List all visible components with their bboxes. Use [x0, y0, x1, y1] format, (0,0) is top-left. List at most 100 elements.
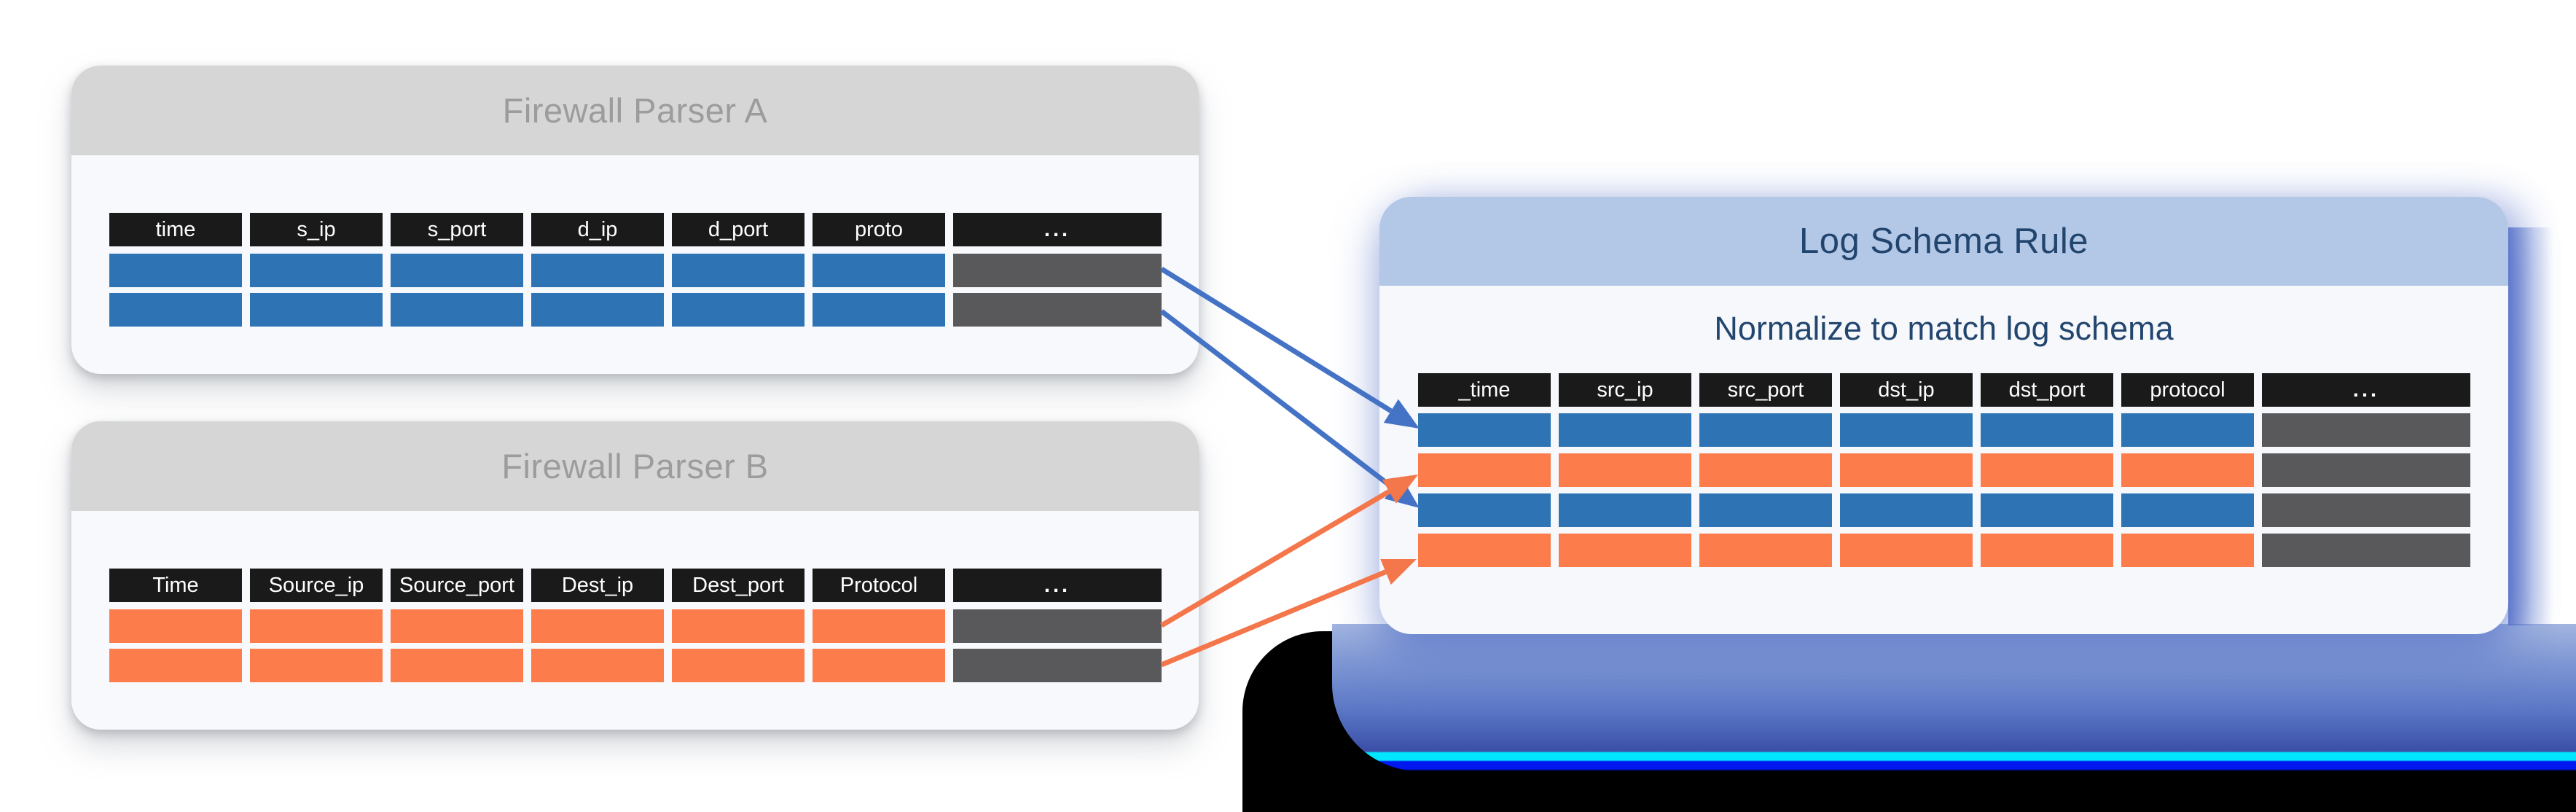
data-cell — [531, 254, 664, 287]
data-cell — [1559, 453, 1691, 487]
data-cell — [1840, 413, 1973, 447]
data-cell — [1981, 493, 2113, 527]
data-cell — [391, 293, 523, 327]
data-cell — [1981, 534, 2113, 567]
parser-a-title: Firewall Parser A — [502, 91, 768, 130]
table-row — [109, 649, 1162, 682]
column-header-cell: src_port — [1699, 373, 1832, 407]
data-cell — [672, 649, 804, 682]
table-row — [1418, 413, 2470, 447]
table-row — [109, 293, 1162, 327]
column-header-cell: src_ip — [1559, 373, 1691, 407]
table-row — [1418, 534, 2470, 567]
data-cell — [2121, 534, 2254, 567]
data-cell — [1840, 534, 1973, 567]
column-header-cell: ... — [2262, 373, 2470, 407]
table-row — [1418, 493, 2470, 527]
table-row — [1418, 453, 2470, 487]
parser-a-header-band: Firewall Parser A — [71, 66, 1199, 155]
column-header-cell: Protocol — [813, 569, 945, 602]
data-cell — [1840, 493, 1973, 527]
column-header-cell: protocol — [2121, 373, 2254, 407]
column-header-cell: ... — [953, 569, 1162, 602]
column-header-cell: s_port — [391, 213, 523, 246]
data-cell — [531, 649, 664, 682]
column-header-cell: time — [109, 213, 242, 246]
data-cell — [1840, 453, 1973, 487]
data-cell — [1699, 493, 1832, 527]
data-cell — [1418, 413, 1551, 447]
column-header-cell: _time — [1418, 373, 1551, 407]
data-cell — [109, 293, 242, 327]
data-cell — [2121, 453, 2254, 487]
column-header-cell: Dest_ip — [531, 569, 664, 602]
parser-b-header-band: Firewall Parser B — [71, 421, 1199, 511]
column-header-cell: Time — [109, 569, 242, 602]
data-cell — [109, 254, 242, 287]
data-cell — [391, 609, 523, 643]
schema-card-right-glow — [2508, 227, 2553, 625]
data-cell — [813, 609, 945, 643]
column-header-cell: dst_ip — [1840, 373, 1973, 407]
data-cell — [1981, 453, 2113, 487]
column-header-cell: proto — [813, 213, 945, 246]
data-cell — [1559, 413, 1691, 447]
data-cell-extra — [953, 254, 1162, 287]
column-header-cell: Source_port — [391, 569, 523, 602]
data-cell — [1981, 413, 2113, 447]
data-cell-extra — [2262, 453, 2470, 487]
table-row — [109, 609, 1162, 643]
data-cell — [531, 293, 664, 327]
column-header-cell: dst_port — [1981, 373, 2113, 407]
table-row — [109, 254, 1162, 287]
data-cell-extra — [953, 649, 1162, 682]
data-cell — [1559, 534, 1691, 567]
data-cell — [813, 293, 945, 327]
log-schema-subtitle: Normalize to match log schema — [1714, 310, 2174, 347]
column-header-cell: s_ip — [250, 213, 383, 246]
data-cell-extra — [2262, 534, 2470, 567]
log-schema-card: Log Schema Rule Normalize to match log s… — [1379, 197, 2508, 634]
data-cell — [1418, 453, 1551, 487]
column-header-cell: Dest_port — [672, 569, 804, 602]
data-cell — [250, 609, 383, 643]
data-cell — [109, 649, 242, 682]
data-cell — [672, 293, 804, 327]
parser-b-title: Firewall Parser B — [501, 447, 769, 485]
data-cell — [813, 649, 945, 682]
column-header-cell: Source_ip — [250, 569, 383, 602]
data-cell — [2121, 413, 2254, 447]
column-header-cell: d_ip — [531, 213, 664, 246]
data-cell — [1699, 534, 1832, 567]
data-cell — [672, 254, 804, 287]
data-cell — [1699, 413, 1832, 447]
data-cell — [250, 254, 383, 287]
data-cell — [109, 609, 242, 643]
data-cell — [672, 609, 804, 643]
data-cell-extra — [953, 609, 1162, 643]
data-cell — [250, 293, 383, 327]
log-schema-header-band: Log Schema Rule — [1379, 197, 2508, 286]
column-header-cell: d_port — [672, 213, 804, 246]
data-cell-extra — [2262, 493, 2470, 527]
data-cell — [391, 254, 523, 287]
data-cell — [813, 254, 945, 287]
data-cell — [1418, 534, 1551, 567]
data-cell — [531, 609, 664, 643]
data-cell-extra — [2262, 413, 2470, 447]
schema-card-glow — [1332, 624, 2576, 771]
data-cell — [1699, 453, 1832, 487]
data-cell — [250, 649, 383, 682]
data-cell — [1559, 493, 1691, 527]
data-cell — [391, 649, 523, 682]
column-header-cell: ... — [953, 213, 1162, 246]
